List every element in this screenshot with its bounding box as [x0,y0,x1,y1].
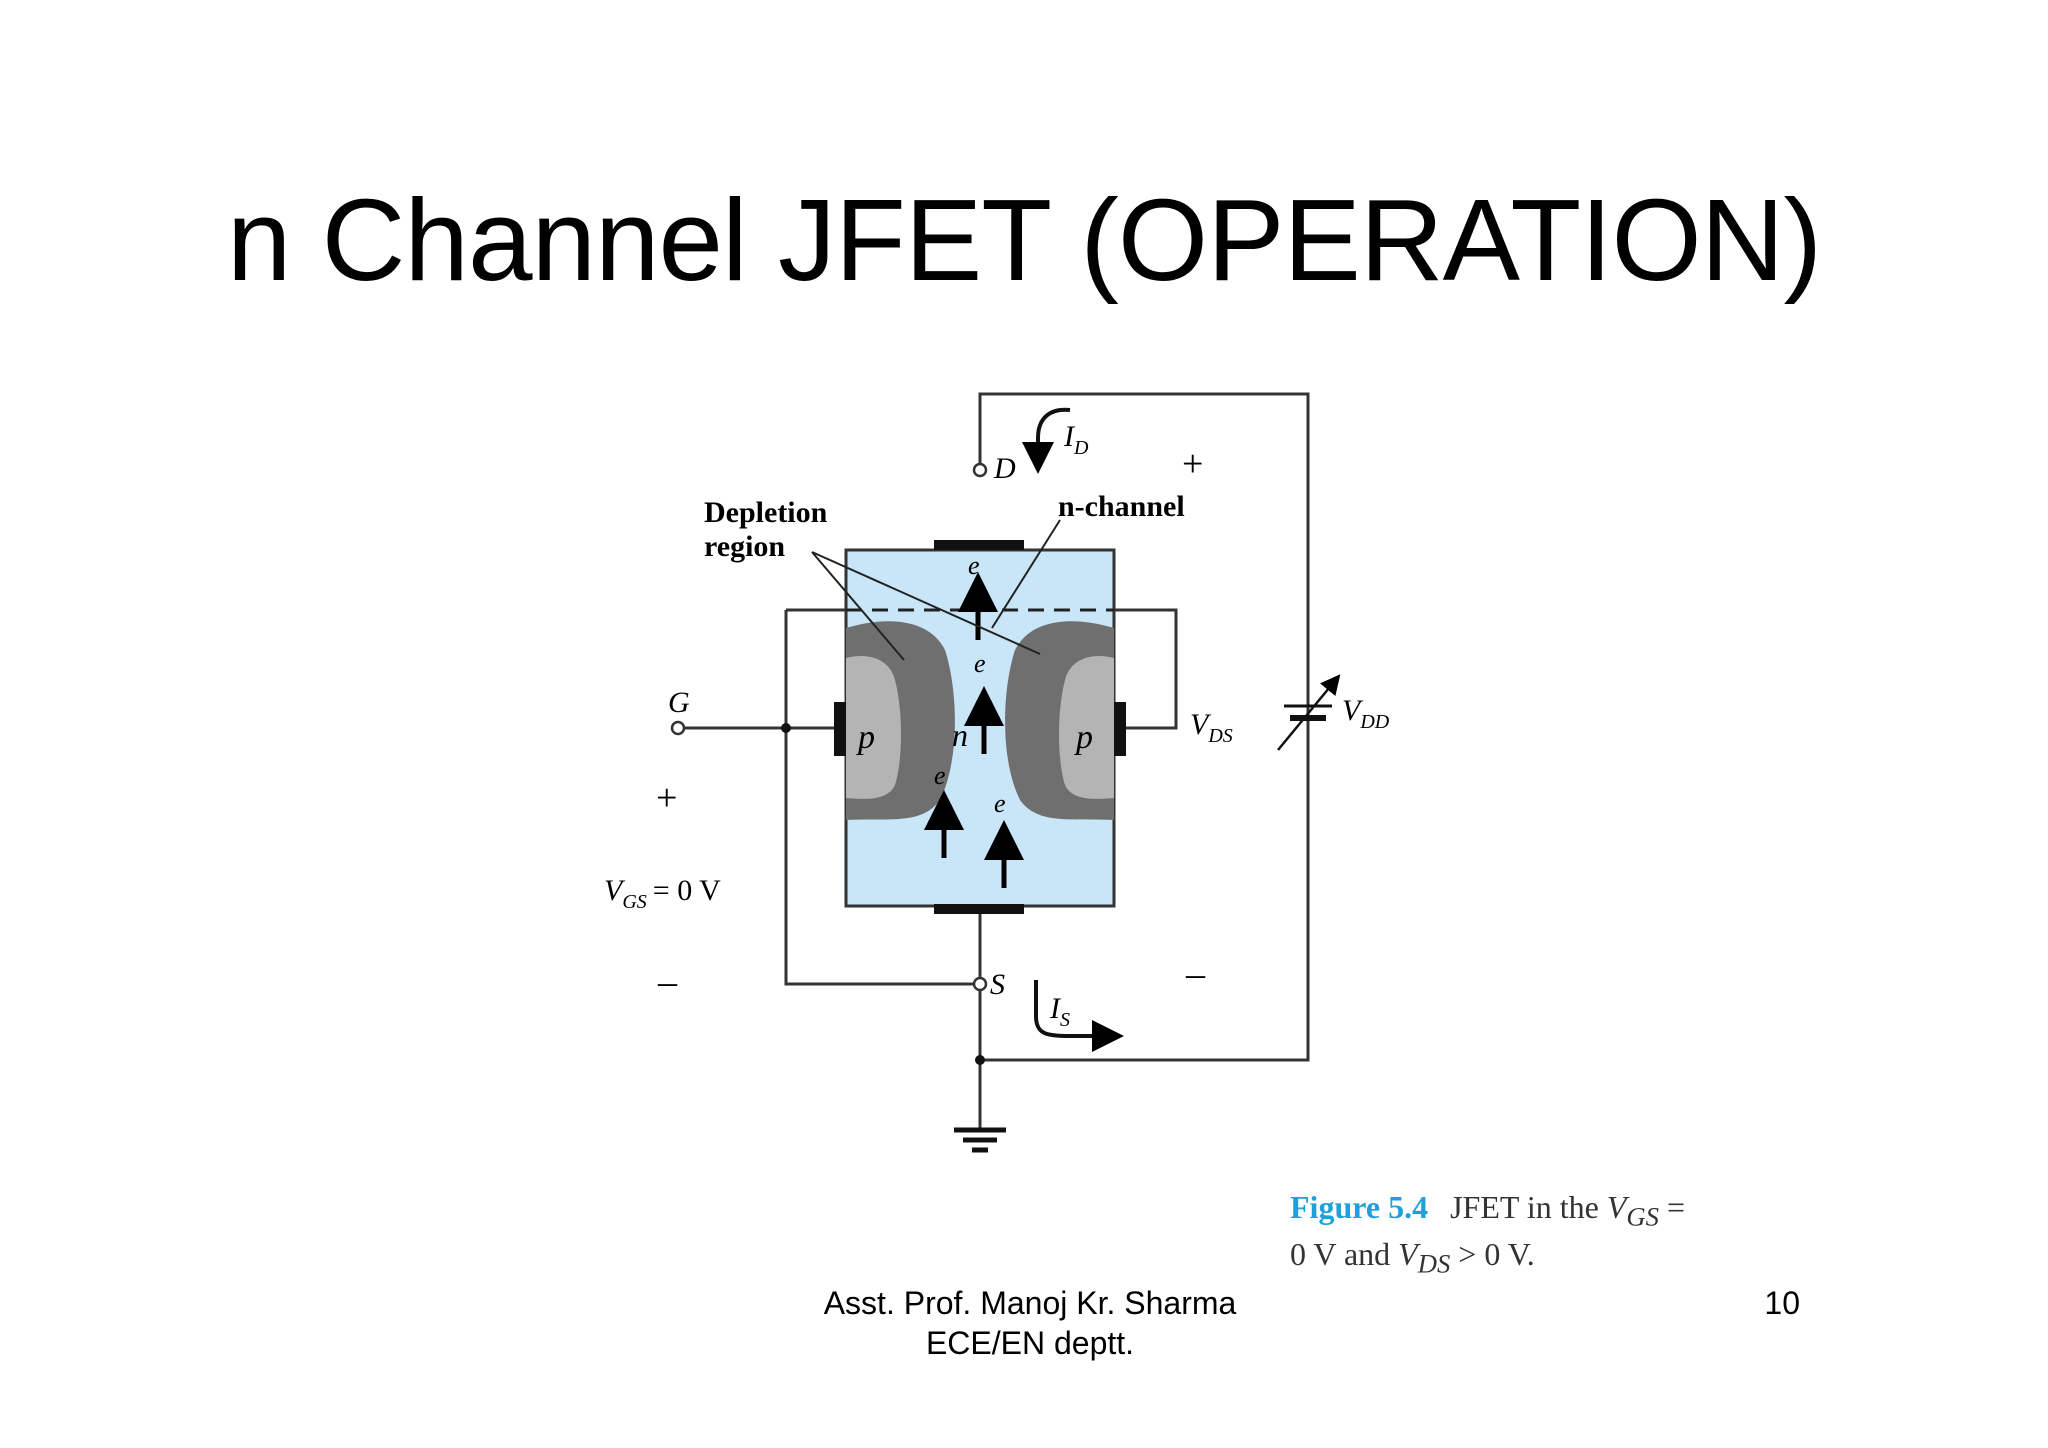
caption-text-2: 0 V and [1290,1236,1391,1273]
left-p-label: p [856,719,875,756]
vds-minus-label: – [1185,953,1206,995]
circuit-wires [678,392,1310,1128]
drain-label: D [993,452,1016,485]
source-contact [934,904,1024,914]
caption-text-1: JFET in the [1450,1189,1599,1225]
electron-label: e [934,761,946,790]
figure-caption: Figure 5.4 JFET in the VGS = 0 V and VDS… [1290,1188,1770,1283]
source-current-label: IS [1049,992,1070,1031]
vds-plus-label: + [1182,443,1203,485]
ground-icon [954,1127,1006,1153]
depletion-region-label-line1: Depletion [704,496,828,529]
right-gate-contact [1114,702,1126,756]
vgs-label: VGS= 0 V [604,874,721,913]
gate-terminal [670,720,686,736]
n-region-label: n [952,717,968,753]
drain-current-label: ID [1063,420,1089,459]
ground-junction-dot [975,1055,985,1065]
slide-title: n Channel JFET (OPERATION) [226,175,1822,305]
page-number: 10 [1764,1285,1800,1321]
caption-equals: = [1666,1189,1685,1225]
author-name: Asst. Prof. Manoj Kr. Sharma [823,1285,1237,1321]
source-label: S [990,968,1005,1001]
source-current-arrow-icon [1034,980,1124,1052]
right-p-region [1059,656,1114,799]
caption-vgs-sub: GS [1626,1201,1659,1232]
gate-junction-dot [781,723,791,733]
electron-flow-arrows [924,572,1024,888]
caption-vds-sub: DS [1417,1248,1451,1279]
vdd-label: VDD [1342,694,1390,733]
caption-line-2: 0 V and VDS > 0 V. [1290,1235,1770,1282]
left-gate-contact [834,702,846,756]
drain-to-vdd-wire [978,392,1310,1062]
gate-loop-wire [784,728,980,986]
vds-label: VDS [1190,708,1233,747]
caption-line-1: Figure 5.4 JFET in the VGS = [1290,1188,1770,1235]
right-p-label: p [1074,719,1093,756]
figure-number: Figure 5.4 [1290,1189,1429,1225]
vgs-minus-label: – [657,961,678,1003]
vgs-plus-label: + [656,777,677,819]
gate-label: G [668,686,690,719]
author-department: ECE/EN deptt. [925,1325,1135,1361]
source-terminal [972,976,988,992]
right-gate-wire [1108,608,1178,730]
electron-label: e [974,649,986,678]
electron-label: e [994,789,1006,818]
left-p-region [846,656,901,799]
electron-label: e [968,551,980,580]
caption-vgs: V [1606,1189,1627,1225]
n-channel-label: n-channel [1058,490,1185,523]
drain-contact [934,540,1024,550]
drain-current-arrow-icon [1022,407,1071,474]
label-leader-lines [811,519,1061,661]
vdd-battery-icon [1277,674,1341,751]
caption-vds: V [1398,1236,1418,1273]
drain-terminal [972,462,988,478]
footer-author: Asst. Prof. Manoj Kr. Sharma ECE/EN dept… [730,1283,1330,1363]
caption-text-3: > 0 V. [1458,1236,1535,1273]
depletion-region-label-line2: region [704,530,785,563]
